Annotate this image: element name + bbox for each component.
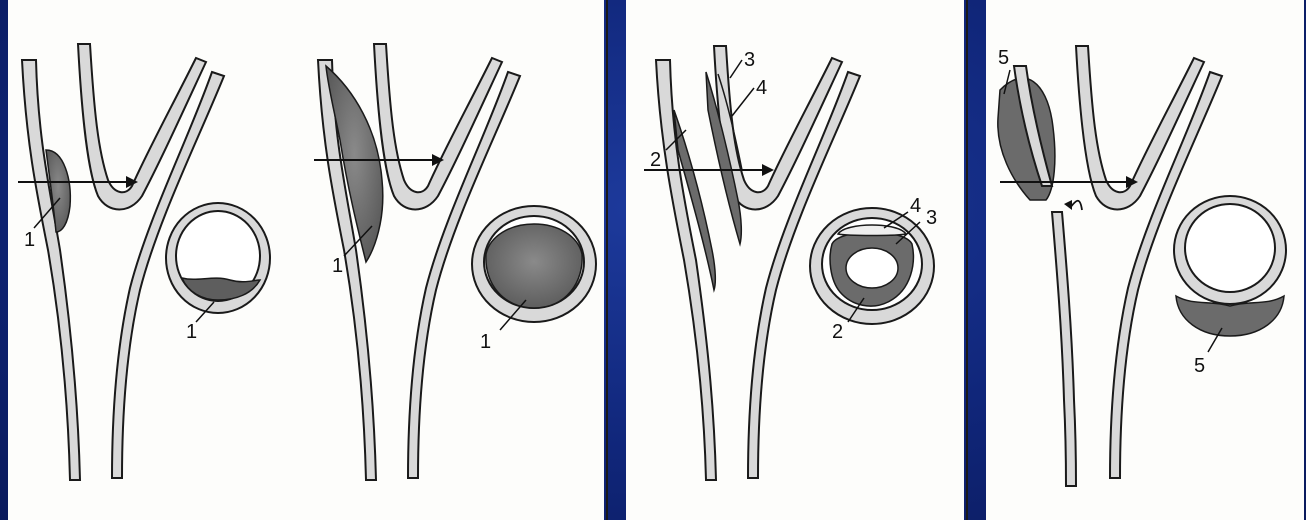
vessel-branch-upper <box>1076 46 1204 210</box>
cross-label-2: 2 <box>832 321 843 343</box>
cross-label-1a: 1 <box>186 321 197 343</box>
cross-section-2: 1 <box>472 206 596 353</box>
cross-label-4: 4 <box>910 195 921 217</box>
label-5: 5 <box>998 47 1009 69</box>
cross-section-dissection: 4 3 2 <box>810 195 937 343</box>
vessel-branch-upper <box>374 44 502 210</box>
panel-divider <box>966 0 968 520</box>
vessel-wall-left <box>1052 212 1076 486</box>
cross-label-1b: 1 <box>480 331 491 353</box>
vessel-wall-left <box>22 60 80 480</box>
cross-section-ulcer: 5 <box>1174 196 1286 377</box>
label-2: 2 <box>650 149 661 171</box>
panel-divider <box>606 0 608 520</box>
panel-plaque: 1 1 1 <box>8 0 604 520</box>
cross-label-3: 3 <box>926 207 937 229</box>
artery-diagram-2: 1 1 <box>314 44 596 480</box>
vessel-wall-left <box>656 60 716 480</box>
label-1b: 1 <box>332 255 343 277</box>
true-lumen-cross <box>846 248 898 288</box>
panel-ulcer: 5 5 <box>986 0 1304 520</box>
ulcer-illustration: 5 5 <box>986 0 1304 520</box>
artery-diagram-1: 1 1 <box>18 44 270 480</box>
plaque-illustration: 1 1 1 <box>8 0 604 520</box>
dissection-illustration: 3 4 2 4 3 2 <box>626 0 964 520</box>
cross-section-1: 1 <box>166 203 270 343</box>
flow-arrow-head <box>1064 200 1072 210</box>
label-1a: 1 <box>24 229 35 251</box>
label-4: 4 <box>756 77 767 99</box>
vessel-branch-upper <box>78 44 206 210</box>
arrow-head <box>762 164 774 176</box>
cross-plaque-2 <box>486 224 582 308</box>
panel-dissection: 3 4 2 4 3 2 <box>626 0 964 520</box>
label-3: 3 <box>744 49 755 71</box>
cross-label-5: 5 <box>1194 355 1205 377</box>
